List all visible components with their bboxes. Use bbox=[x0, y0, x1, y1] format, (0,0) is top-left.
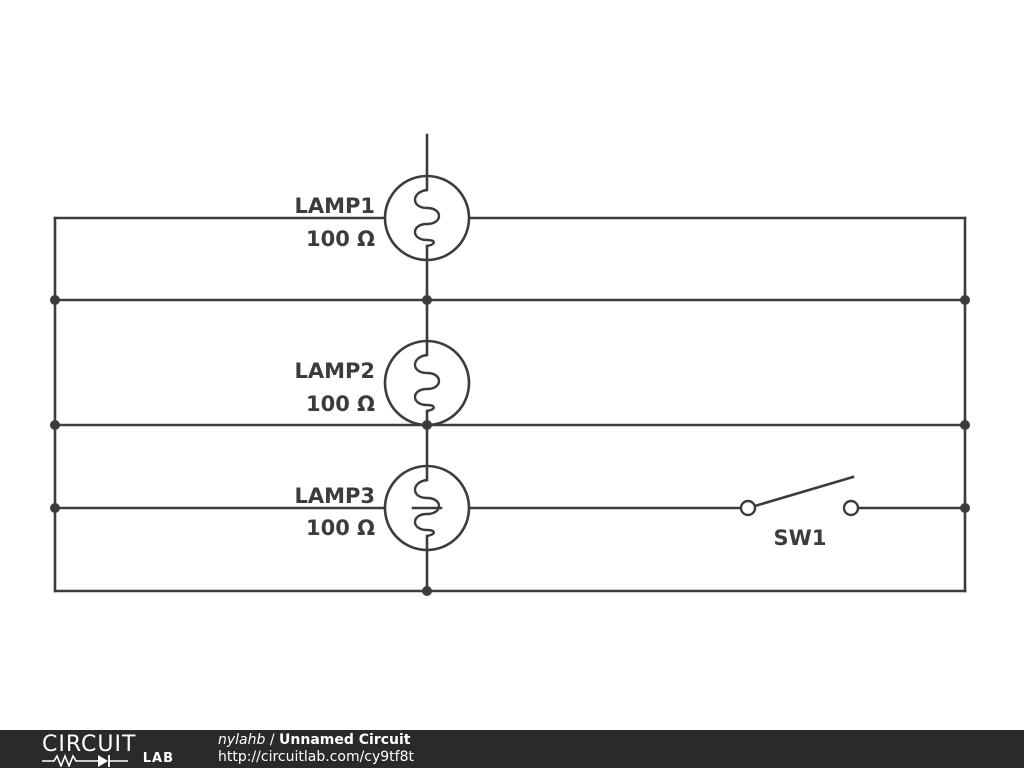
lamp3-name-label: LAMP3 bbox=[294, 484, 375, 508]
lamp3-value-label: 100 Ω bbox=[306, 516, 375, 540]
lamp2-value-label: 100 Ω bbox=[306, 392, 375, 416]
lamp2-name-label: LAMP2 bbox=[294, 359, 375, 383]
circuit-credit: nylahb / Unnamed Circuit http://circuitl… bbox=[218, 732, 414, 766]
circuit-title[interactable]: Unnamed Circuit bbox=[279, 732, 411, 748]
lamp1-name-label: LAMP1 bbox=[294, 194, 375, 218]
lamp2-symbol bbox=[383, 339, 471, 427]
sw1-symbol bbox=[739, 475, 860, 517]
lamp3-symbol bbox=[383, 464, 471, 552]
logo-resistor-diode-icon bbox=[42, 753, 128, 767]
credit-separator: / bbox=[265, 732, 280, 748]
lamp1-symbol bbox=[383, 174, 471, 262]
sw1-name-label: SW1 bbox=[774, 526, 827, 550]
logo-text-circuit: CIRCUIT bbox=[42, 732, 137, 757]
junction-nodes bbox=[50, 295, 970, 596]
circuit-url[interactable]: http://circuitlab.com/cy9tf8t bbox=[218, 749, 414, 765]
lamp1-value-label: 100 Ω bbox=[306, 227, 375, 251]
circuit-schematic: LAMP1 100 Ω LAMP2 100 Ω LAMP3 100 Ω SW1 bbox=[50, 133, 970, 596]
logo-text-lab: LAB bbox=[142, 751, 174, 766]
circuitlab-logo[interactable]: CIRCUIT LAB bbox=[42, 732, 176, 767]
footer-bar: CIRCUIT LAB nylahb / Unnamed Circuit htt… bbox=[0, 730, 1024, 768]
author-name[interactable]: nylahb bbox=[218, 732, 266, 748]
